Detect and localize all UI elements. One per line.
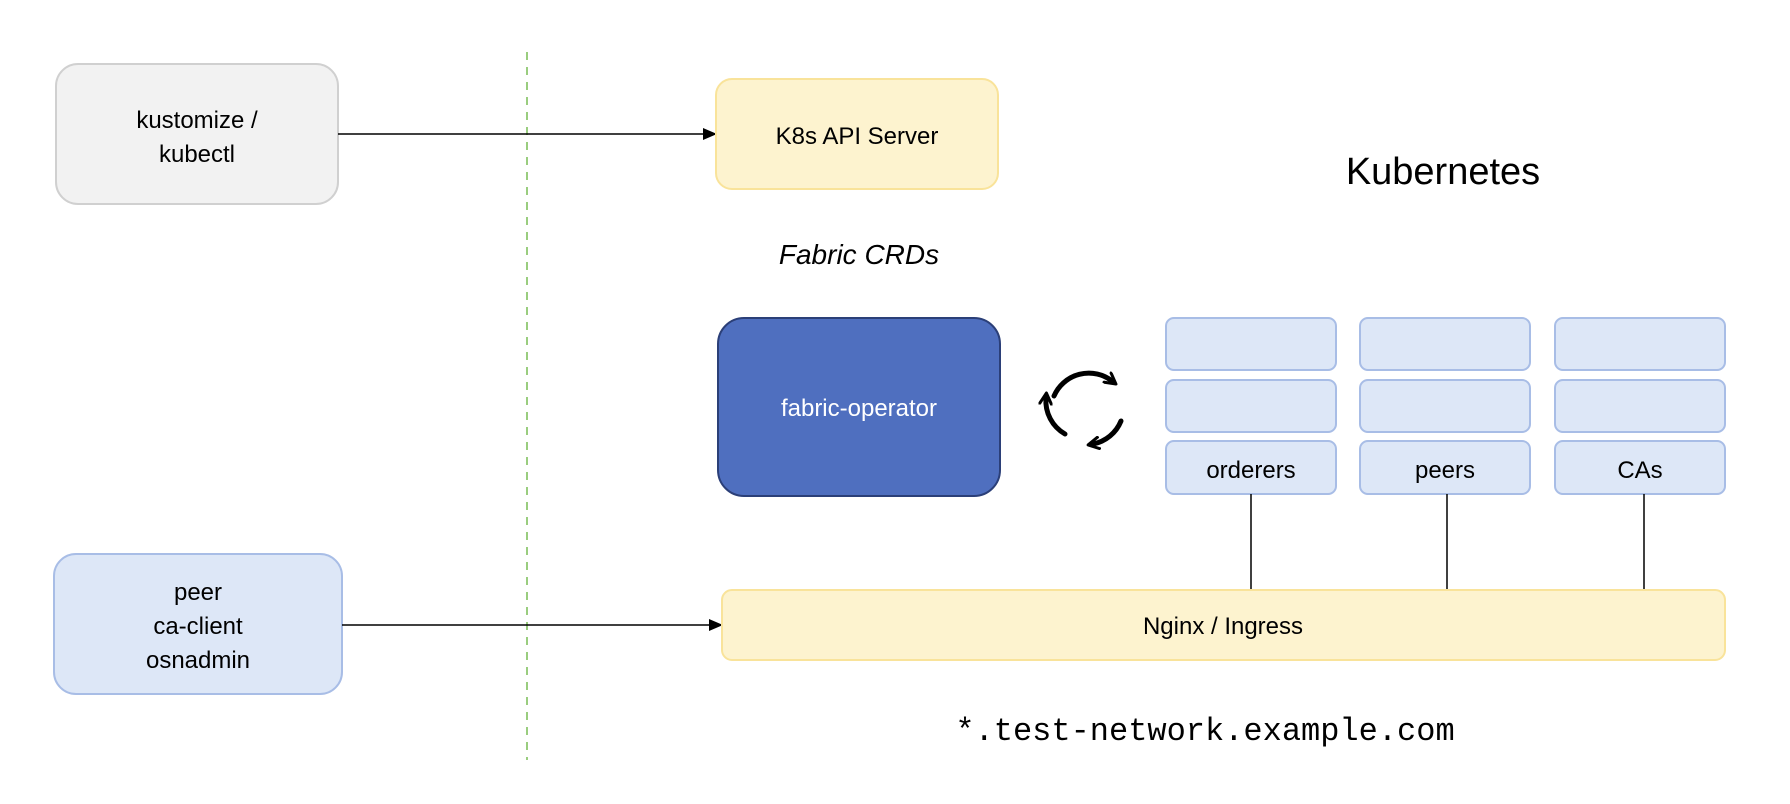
orderers-stack-box-1 [1165,317,1337,371]
orderers-stack: orderers [1165,317,1337,495]
cli-clients-box [53,553,343,695]
peers-stack-box-2 [1359,379,1531,433]
peers-stack: peers [1359,317,1531,495]
domain-label: *.test-network.example.com [955,713,1454,750]
refresh-cycle-icon [1046,370,1124,444]
fabric-operator-label: fabric-operator [781,395,937,422]
client-tools-line-2: kubectl [159,141,235,168]
cli-clients-node: peer ca-client osnadmin [53,553,343,695]
client-tools-line-1: kustomize / [136,107,258,134]
cas-stack-box-2 [1554,379,1726,433]
ingress-box [721,589,1726,661]
orderers-label: orderers [1206,457,1295,484]
fabric-crds-label: Fabric CRDs [779,239,939,270]
client-tools-box [55,63,339,205]
ingress-node: Nginx / Ingress [721,589,1726,661]
api-server-label: K8s API Server [776,123,939,150]
orderers-stack-box-2 [1165,379,1337,433]
cli-clients-line-2: ca-client [153,613,243,640]
peers-label: peers [1415,457,1475,484]
api-server-node: K8s API Server [715,78,999,190]
cas-label: CAs [1617,457,1662,484]
cas-box [1554,440,1726,495]
fabric-operator-box [717,317,1001,497]
fabric-operator-node: fabric-operator [717,317,1001,497]
client-tools-node: kustomize / kubectl [55,63,339,205]
cli-clients-line-3: osnadmin [146,647,250,674]
cli-clients-line-1: peer [174,579,222,606]
cas-stack-box-1 [1554,317,1726,371]
cas-stack: CAs [1554,317,1726,495]
peers-stack-box-1 [1359,317,1531,371]
kubernetes-title: Kubernetes [1346,151,1540,193]
api-server-box [715,78,999,190]
ingress-label: Nginx / Ingress [1143,613,1303,640]
peers-box [1359,440,1531,495]
